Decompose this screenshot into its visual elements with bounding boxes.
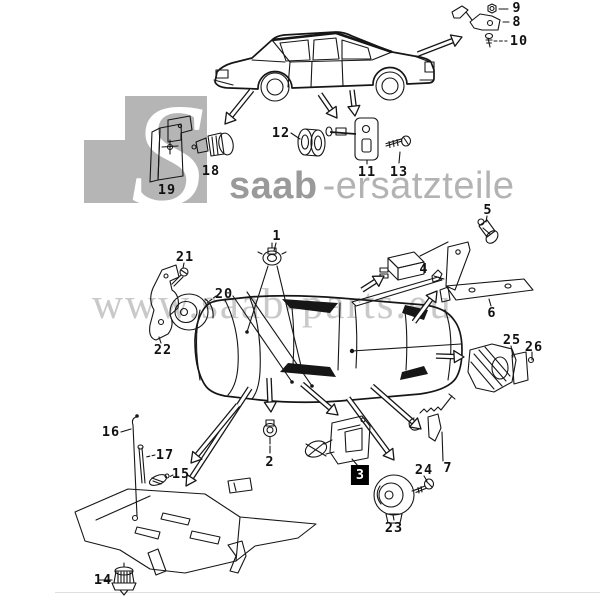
part-23-horn: [373, 474, 422, 524]
part-13-screw: [385, 135, 412, 164]
part-label-4: 4: [419, 261, 429, 277]
part-6-bracket: [431, 241, 534, 307]
part-label-12: 12: [271, 125, 291, 141]
arrow-to-part15: [190, 403, 241, 464]
part-19-bracket: [149, 115, 193, 183]
part-label-14: 14: [93, 572, 113, 588]
part-label-3: 3: [350, 465, 370, 485]
part-label-17: 17: [155, 447, 175, 463]
part-label-11: 11: [357, 164, 377, 180]
arrow-to-part11: [347, 89, 361, 117]
part-15-clip: [148, 473, 174, 486]
part-11-switch-plate: [325, 117, 379, 165]
part-10-screw: [484, 32, 508, 48]
arrow-to-part18: [224, 88, 255, 125]
arrow-to-part25: [435, 349, 465, 364]
part-label-7: 7: [443, 460, 453, 476]
part-label-9: 9: [512, 0, 522, 16]
part-label-26: 26: [524, 339, 544, 355]
part-9-nut: [487, 3, 509, 14]
part-3-actuator: [304, 415, 371, 467]
part-2-switch: [262, 419, 278, 454]
brand-watermark-light: -ersatzteile: [322, 165, 515, 207]
part-25-siren: [467, 343, 535, 393]
part-17-rod: [137, 444, 156, 484]
part-label-5: 5: [483, 202, 493, 218]
door-rod: [351, 275, 445, 307]
part-label-25: 25: [502, 332, 522, 348]
part-label-1: 1: [272, 228, 282, 244]
part-label-24: 24: [414, 462, 434, 478]
part-22-bracket: [149, 264, 180, 344]
watermark-tile: S: [125, 96, 207, 203]
part-label-20: 20: [214, 286, 234, 302]
part-21-screw: [171, 262, 189, 287]
part-label-22: 22: [153, 342, 173, 358]
brand-watermark: saab-ersatzteile: [229, 167, 514, 205]
part-label-10: 10: [509, 33, 529, 49]
part-label-23: 23: [384, 520, 404, 536]
floor-panel: [74, 477, 317, 576]
arrow-to-part6: [411, 290, 438, 324]
arrow-to-part23: [345, 396, 395, 461]
watermark-tile: [84, 140, 126, 203]
part-label-21: 21: [175, 249, 195, 265]
part-label-15: 15: [171, 466, 191, 482]
arrow-to-part2: [263, 377, 278, 413]
part-12-grommet: [290, 128, 326, 157]
part-24-screw: [414, 475, 435, 494]
car-side-view: [213, 31, 435, 102]
arrow-to-part12: [317, 92, 338, 119]
part-5-sensor: [477, 215, 499, 244]
car-top-view: [194, 291, 463, 404]
arrow-to-panel: [185, 386, 253, 487]
part-label-6: 6: [487, 305, 497, 321]
brand-watermark-bold: saab: [229, 165, 318, 207]
arrow-to-part3: [300, 381, 339, 416]
part-14-mount: [97, 562, 137, 596]
part-label-18: 18: [201, 163, 221, 179]
part-label-2: 2: [265, 454, 275, 470]
part-18-sensor: [191, 132, 234, 157]
part-label-19: 19: [157, 182, 177, 198]
part-8-bracket: [451, 5, 510, 31]
part-16-rod: [120, 414, 139, 517]
part-label-16: 16: [101, 424, 121, 440]
arrow-to-part4: [360, 275, 385, 293]
part-7-mechanism: [408, 393, 456, 462]
saab-logo-s-watermark: S: [131, 96, 205, 203]
arrow-to-part8: [416, 34, 463, 57]
arrow-to-part7: [370, 383, 422, 430]
part-label-8: 8: [512, 14, 522, 30]
part-4-relay: [379, 241, 449, 281]
part-20-horn: [169, 293, 217, 331]
part-label-13: 13: [389, 164, 409, 180]
bottom-hairline: [55, 592, 600, 593]
